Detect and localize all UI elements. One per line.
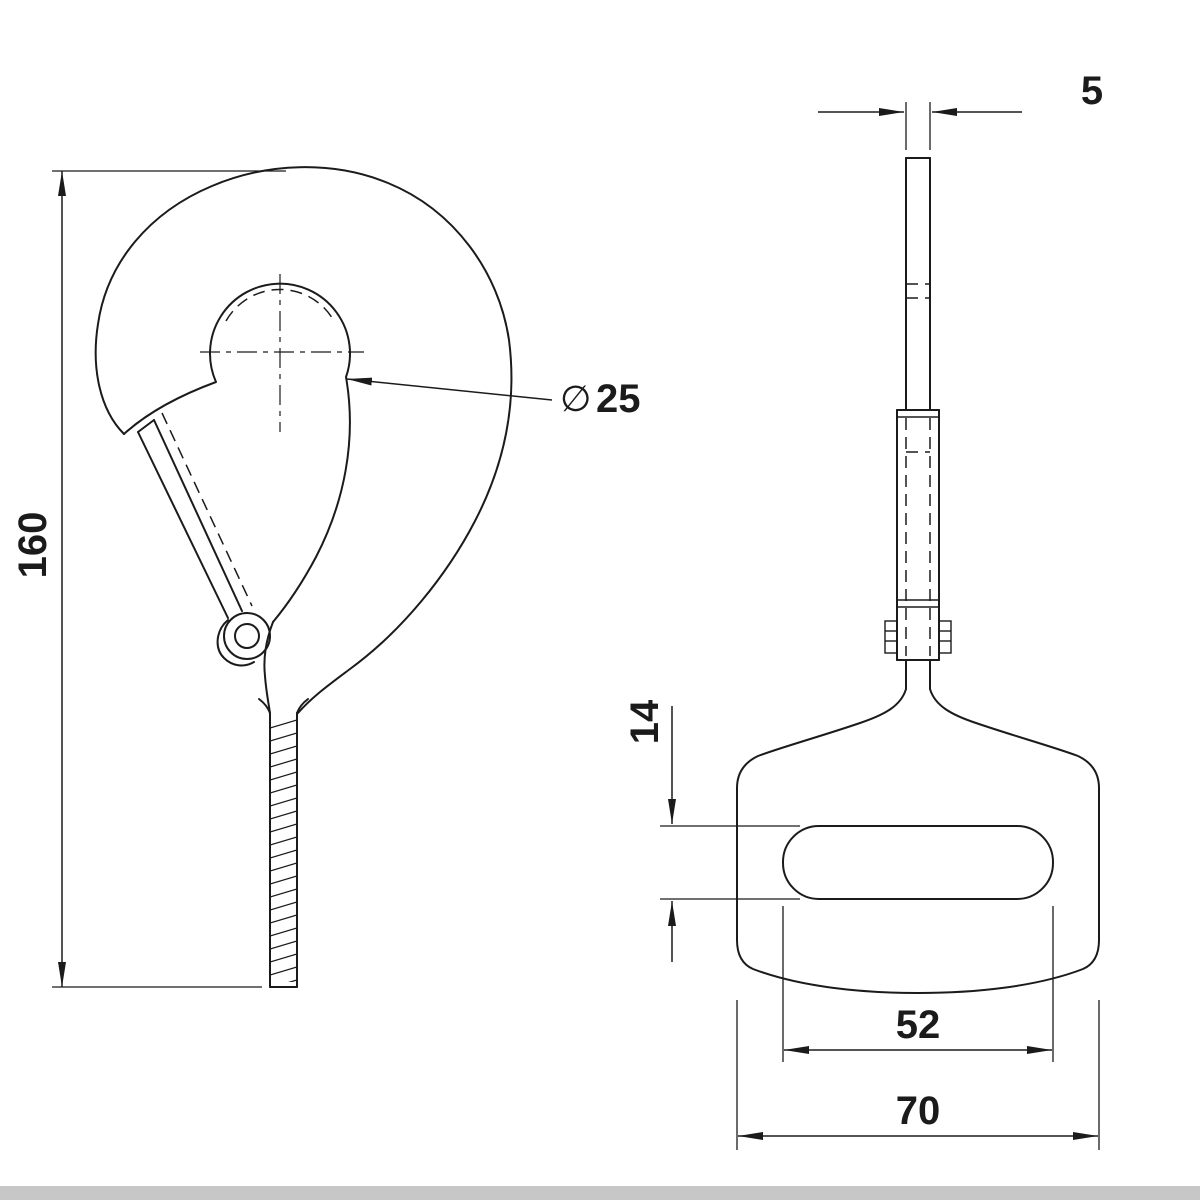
front-view: [736, 157, 1100, 994]
hook-inner-profile: [123, 282, 351, 623]
dimension-label-52: 52: [896, 1003, 941, 1047]
dimension-label-25: 25: [596, 377, 641, 421]
pin-left-rect: [884, 620, 898, 654]
front-stem: [905, 157, 931, 411]
latch-pivot-rivet: [223, 612, 271, 660]
dimension-label-160: 160: [11, 512, 55, 579]
dimension-eye-diameter: ∅ 25: [346, 377, 641, 421]
pivot-pin-right-end: [938, 620, 952, 654]
latch-housing: [884, 409, 952, 690]
hook-outer-profile: [94, 166, 513, 714]
shank-fillet-left: [258, 698, 271, 714]
latch-curl: [216, 619, 255, 667]
safety-latch: [137, 412, 255, 667]
leader-line: [346, 377, 553, 401]
dimension-slot-height: 14: [623, 699, 800, 962]
hook-body-slot: [782, 825, 1054, 900]
dimension-label-70: 70: [896, 1089, 941, 1133]
latch-edge-inner: [153, 419, 243, 612]
dimension-stem-thickness: 5: [818, 69, 1103, 150]
dimension-slot-width: 52: [782, 906, 1054, 1062]
shank-thread-hatch: [270, 716, 297, 982]
pivot-pin-left-end: [884, 620, 898, 654]
dimension-label-14: 14: [623, 699, 667, 744]
side-view: [94, 166, 513, 988]
latch-tip-cap: [137, 419, 155, 433]
shank-fillet-right: [296, 698, 309, 714]
rivet-inner-circle: [234, 623, 260, 649]
dimension-label-5: 5: [1081, 69, 1103, 113]
diameter-symbol: ∅: [560, 378, 591, 419]
dimension-body-width: 70: [736, 1000, 1100, 1150]
dimension-overall-height: 160: [11, 170, 286, 988]
bottom-divider: [0, 1186, 1200, 1200]
hook-body-front-outline: [736, 688, 1100, 994]
latch-edge-outer: [137, 431, 229, 619]
threaded-shank: [258, 698, 309, 988]
rivet-outer-circle: [223, 612, 271, 660]
hook-inner-bottom-edge: [263, 621, 274, 714]
latch-hidden-edge: [161, 412, 253, 607]
pin-right-rect: [938, 620, 952, 654]
